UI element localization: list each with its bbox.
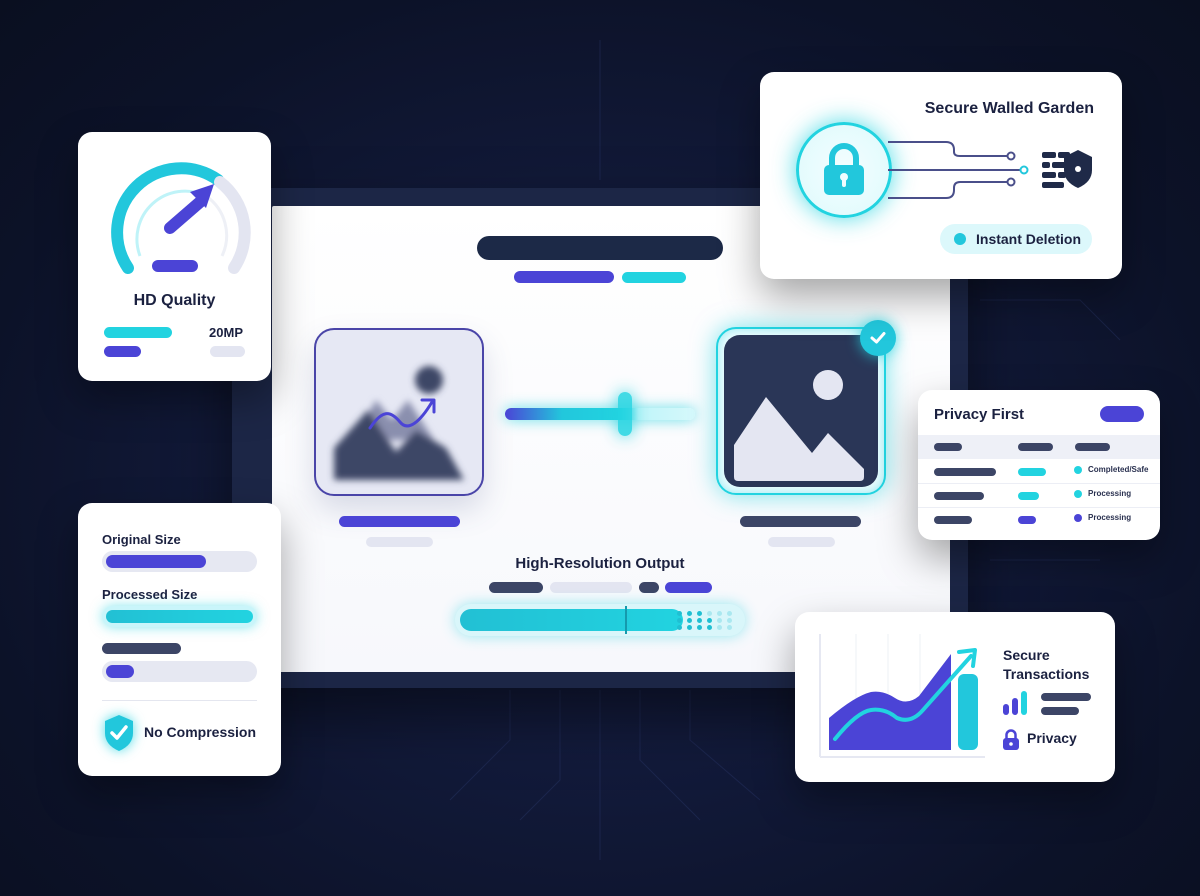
header-subtitle-placeholder [514, 271, 614, 283]
after-subcaption-bar [768, 537, 835, 547]
privacy-first-title: Privacy First [934, 406, 1025, 423]
size-comparison-card: Original Size Processed Size No Compress… [78, 503, 281, 776]
instant-deletion-label: Instant Deletion [976, 231, 1082, 247]
output-progress-dots [677, 611, 735, 630]
header-cell-3 [1075, 443, 1110, 451]
size-placeholder-bar [102, 643, 181, 654]
output-progress-fill [460, 609, 683, 631]
sharp-image-icon [734, 370, 864, 481]
verified-badge [860, 320, 896, 356]
after-image-frame[interactable] [716, 327, 886, 495]
transactions-title-line2: Transactions [1003, 666, 1090, 682]
lock-circle [796, 122, 892, 218]
output-meta-bar-4 [665, 582, 712, 593]
output-progress-bar [455, 604, 745, 636]
comparison-slider-handle[interactable] [618, 392, 632, 436]
privacy-label: Privacy [1027, 730, 1077, 746]
original-size-track [102, 551, 257, 572]
header-tag-placeholder [622, 272, 686, 283]
transactions-title: Secure Transactions [1003, 646, 1089, 684]
output-section-title: High-Resolution Output [515, 555, 685, 572]
privacy-first-badge[interactable] [1100, 406, 1144, 422]
after-caption-bar [740, 516, 861, 527]
processed-size-fill [106, 610, 253, 623]
header-title-placeholder [477, 236, 723, 260]
secure-walled-garden-card: Secure Walled Garden Instant Deletion [760, 72, 1122, 279]
output-meta-bar-1 [489, 582, 543, 593]
before-caption-bar [339, 516, 460, 527]
row-status: Processing [1074, 513, 1131, 522]
row-cell-name [934, 468, 996, 476]
hd-quality-title: HD Quality [133, 292, 216, 309]
header-cell-1 [934, 443, 962, 451]
walled-garden-title: Secure Walled Garden [924, 100, 1094, 117]
row-cell-name [934, 492, 984, 500]
row-status: Processing [1074, 489, 1131, 498]
before-image-frame[interactable] [314, 328, 484, 496]
original-size-fill [106, 555, 206, 568]
row-cell-bar [1018, 492, 1039, 500]
table-row[interactable]: Processing [918, 508, 1160, 532]
status-label: Processing [1088, 489, 1132, 498]
transactions-bar-1 [1041, 693, 1091, 701]
transactions-title-line1: Secure [1003, 647, 1050, 663]
size-extra-fill [106, 665, 134, 678]
row-status: Completed/Safe [1074, 465, 1148, 474]
hd-bar-2 [104, 346, 141, 357]
header-cell-2 [1018, 443, 1053, 451]
card-divider [102, 700, 257, 701]
status-dot [1074, 489, 1082, 498]
status-dot [954, 233, 966, 245]
table-row[interactable]: Processing [918, 484, 1160, 508]
privacy-first-card: Privacy First Completed/Safe Processing … [918, 390, 1160, 540]
table-row[interactable]: Completed/Safe [918, 460, 1160, 484]
hd-bar-3 [210, 346, 245, 357]
no-compression-label: No Compression [144, 724, 257, 740]
instant-deletion-badge[interactable]: Instant Deletion [940, 224, 1092, 254]
circuit-connectors [888, 141, 1029, 199]
lock-icon [1003, 729, 1019, 750]
blurred-image-icon [334, 366, 464, 480]
after-image-canvas [724, 335, 878, 487]
growth-chart-icon [819, 634, 985, 758]
speedometer-icon [111, 162, 251, 274]
status-label: Completed/Safe [1088, 465, 1149, 474]
size-extra-track [102, 661, 257, 682]
original-size-label: Original Size [102, 532, 181, 547]
status-label: Processing [1088, 513, 1132, 522]
output-meta-bar-2 [550, 582, 632, 593]
row-cell-bar [1018, 468, 1046, 476]
output-progress-marker [625, 606, 627, 634]
hd-quality-card: HD Quality 20MP [78, 132, 271, 381]
comparison-slider-track[interactable] [505, 408, 695, 420]
processed-size-label: Processed Size [102, 587, 198, 602]
hd-resolution-value: 20MP [209, 325, 243, 340]
firewall-shield-icon [1042, 150, 1092, 188]
secure-transactions-card: Secure Transactions Privacy [795, 612, 1115, 782]
hd-bar-1 [104, 327, 172, 338]
row-cell-name [934, 516, 972, 524]
row-cell-bar [1018, 516, 1036, 524]
check-icon [870, 332, 886, 344]
shield-check-icon [105, 715, 133, 751]
processed-size-track [102, 606, 257, 627]
status-dot [1074, 465, 1082, 474]
output-meta-bar-3 [639, 582, 659, 593]
status-dot [1074, 513, 1082, 522]
table-header-row [918, 435, 1160, 459]
before-subcaption-bar [366, 537, 433, 547]
transactions-bar-2 [1041, 707, 1079, 715]
signal-bars-icon [1003, 691, 1027, 715]
lock-icon [824, 143, 864, 195]
